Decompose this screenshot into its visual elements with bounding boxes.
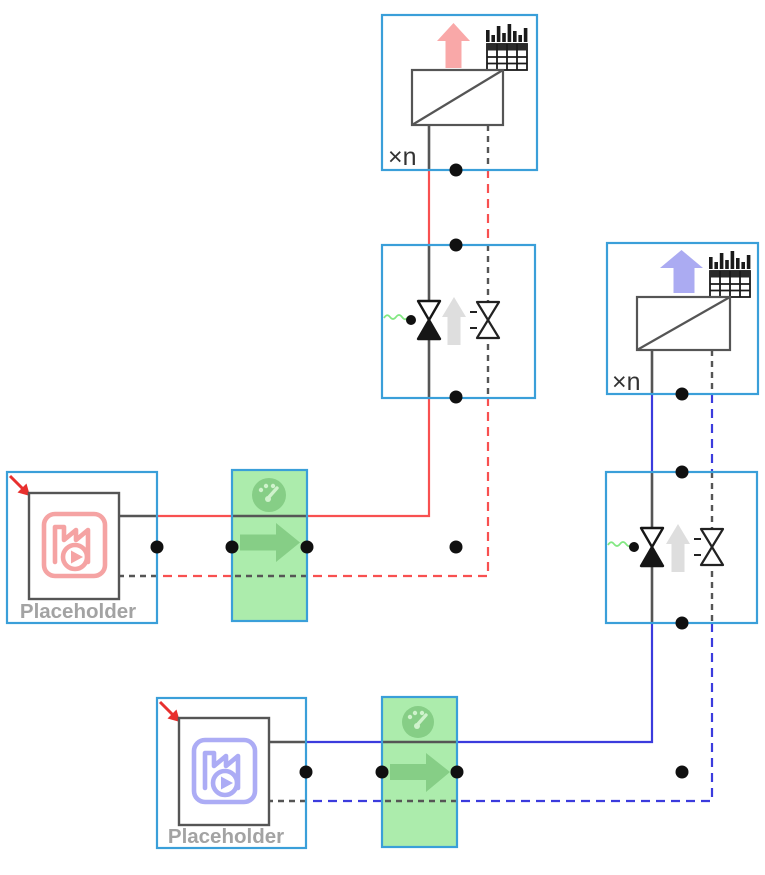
check-valve-icon[interactable]	[475, 300, 501, 322]
demand-arrow-up-icon	[437, 23, 470, 68]
input-diagonal-arrow-icon	[8, 474, 30, 496]
gauge-icon	[252, 478, 286, 512]
arrow-right-icon	[390, 753, 450, 792]
check-valve-icon[interactable]	[699, 527, 725, 549]
bar-chart-table-icon	[486, 24, 528, 71]
multiplier-label: ×n	[388, 143, 417, 171]
control-signal-line[interactable]	[607, 541, 632, 548]
pipe-component-hot[interactable]	[232, 470, 307, 621]
control-valve-icon[interactable]	[416, 299, 442, 322]
factory-pump-icon	[191, 737, 258, 805]
connection-dot[interactable]	[675, 387, 689, 401]
control-valve-icon[interactable]	[416, 318, 442, 341]
connection-dot[interactable]	[299, 765, 313, 779]
check-valve-icon[interactable]	[475, 318, 501, 340]
flow-arrow-up-icon	[442, 297, 466, 345]
heat-exchanger-diagonal	[411, 69, 504, 126]
factory-pump-icon	[41, 511, 108, 579]
pipe-component-cold[interactable]	[382, 697, 457, 847]
connection-dot[interactable]	[449, 238, 463, 252]
gauge-icon	[402, 706, 434, 738]
connection-dot[interactable]	[300, 540, 314, 554]
placeholder-label: Placeholder	[168, 825, 284, 848]
connection-dot[interactable]	[450, 765, 464, 779]
control-port-dot[interactable]	[629, 542, 639, 552]
valve-substation-cold[interactable]	[604, 470, 759, 625]
hot-supply-line[interactable]	[307, 397, 431, 518]
load-component-hot[interactable]: ×n	[380, 13, 539, 172]
check-valve-icon[interactable]	[699, 545, 725, 567]
control-signal-line[interactable]	[383, 314, 408, 321]
placeholder-label: Placeholder	[20, 600, 136, 623]
flow-arrow-up-icon	[666, 524, 690, 572]
connection-dot[interactable]	[675, 465, 689, 479]
connection-dot[interactable]	[675, 616, 689, 630]
connection-dot[interactable]	[375, 765, 389, 779]
connection-dot[interactable]	[150, 540, 164, 554]
producer-placeholder-cold[interactable]: Placeholder	[155, 696, 308, 850]
connection-dot[interactable]	[449, 163, 463, 177]
connection-dot[interactable]	[449, 540, 463, 554]
control-valve-icon[interactable]	[639, 545, 665, 568]
connection-dots	[150, 163, 689, 779]
cold-supply-line[interactable]	[457, 623, 654, 744]
cold-return-line[interactable]	[457, 623, 714, 803]
valve-substation-hot[interactable]	[380, 243, 537, 400]
load-component-cold[interactable]: ×n	[605, 241, 760, 396]
heat-exchanger-diagonal	[636, 296, 731, 351]
multiplier-label: ×n	[612, 368, 641, 396]
demand-arrow-up-icon	[660, 250, 703, 293]
bar-chart-table-icon	[709, 251, 751, 298]
control-port-dot[interactable]	[406, 315, 416, 325]
control-valve-icon[interactable]	[639, 526, 665, 549]
arrow-right-icon	[240, 523, 300, 562]
connection-dot[interactable]	[225, 540, 239, 554]
connection-dot[interactable]	[449, 390, 463, 404]
connection-dot[interactable]	[675, 765, 689, 779]
input-diagonal-arrow-icon	[158, 700, 180, 722]
producer-placeholder-hot[interactable]: Placeholder	[5, 470, 159, 625]
